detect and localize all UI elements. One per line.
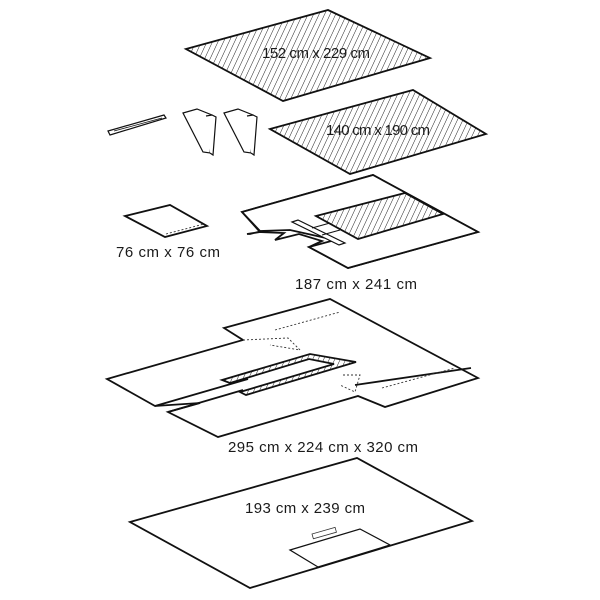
label-76x76: 76 cm x 76 cm (116, 244, 220, 261)
towel-76x76: 76 cm x 76 cm (116, 204, 220, 261)
label-193x239: 193 cm x 239 cm (245, 500, 365, 517)
label-187x241: 187 cm x 241 cm (295, 276, 417, 293)
label-295x224x320: 295 cm x 224 cm x 320 cm (228, 439, 418, 456)
drape-187x241: 187 cm x 241 cm (240, 174, 481, 293)
adhesive-strip (107, 114, 167, 136)
instrument-pocket-left (182, 108, 217, 157)
instrument-pocket-right (223, 108, 258, 157)
label-152x229: 152 cm x 229 cm (262, 45, 370, 62)
drape-193x239: 193 cm x 239 cm (127, 457, 475, 589)
drape-152x229: 152 cm x 229 cm (183, 9, 433, 102)
drape-140x190: 140 cm x 190 cm (267, 89, 489, 175)
drape-295x224x320: 295 cm x 224 cm x 320 cm (104, 298, 481, 456)
label-140x190: 140 cm x 190 cm (326, 122, 430, 139)
